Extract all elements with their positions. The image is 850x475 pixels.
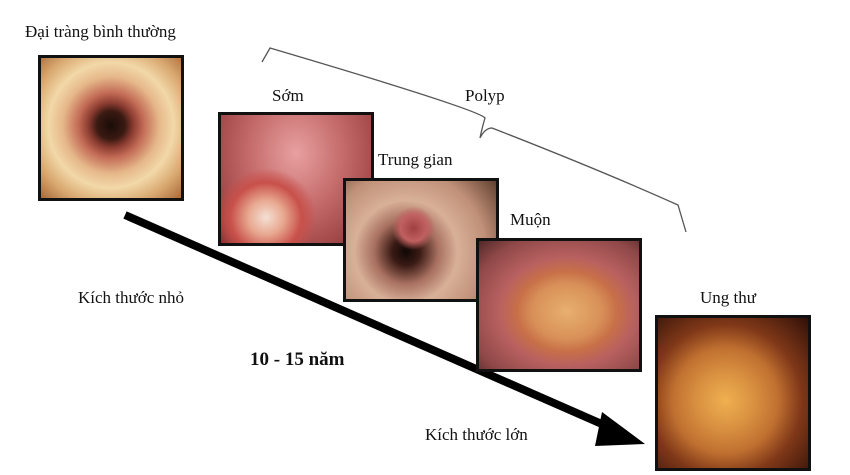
normal-colon-image (38, 55, 184, 201)
label-intermediate: Trung gian (378, 150, 453, 169)
cancer-image (655, 315, 811, 471)
label-early: Sớm (272, 86, 304, 105)
label-large-size: Kích thước lớn (425, 425, 528, 444)
label-duration: 10 - 15 năm (250, 349, 345, 370)
label-cancer: Ung thư (700, 288, 756, 307)
label-small-size: Kích thước nhỏ (78, 288, 185, 307)
label-late: Muộn (510, 210, 551, 229)
label-polyp: Polyp (465, 86, 505, 105)
progression-arrow-head (595, 412, 645, 446)
label-normal-colon: Đại tràng bình thường (25, 22, 176, 41)
progression-arrow-shaft (123, 211, 622, 436)
polyp-bracket (261, 47, 687, 233)
late-polyp-image (476, 238, 642, 372)
